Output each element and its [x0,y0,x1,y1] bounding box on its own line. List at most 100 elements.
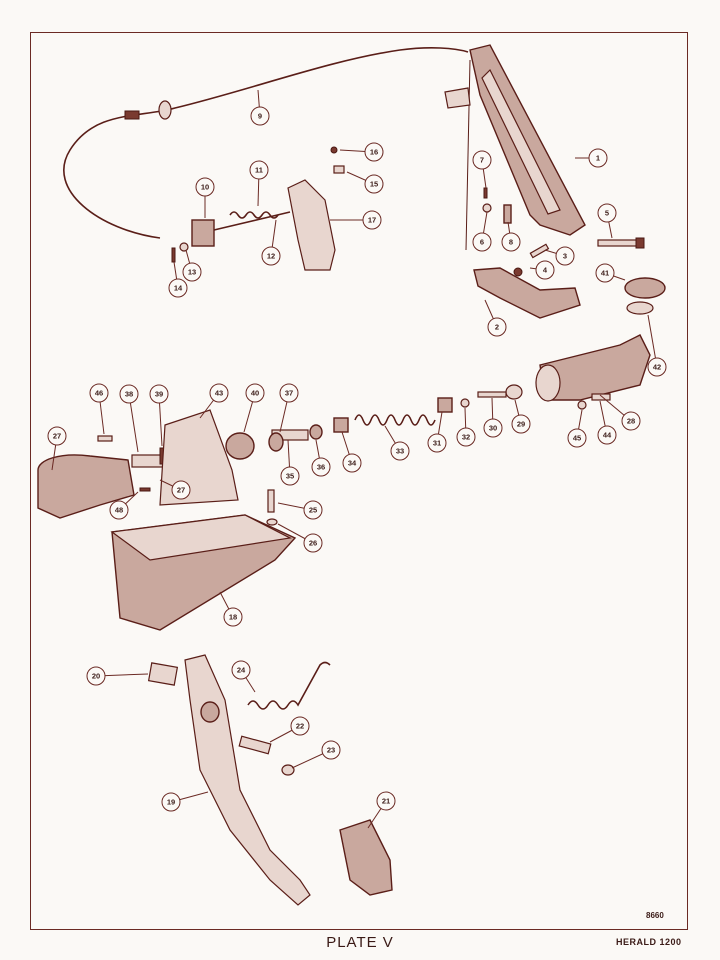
callout-number: 2 [495,323,499,332]
callout-bubble [311,457,331,477]
callout-bubble [209,383,229,403]
callout-number: 17 [368,216,376,225]
callout-bubble [535,260,555,280]
callout-bubble [472,232,492,252]
callout-7: 7 [472,150,492,189]
callout-bubble [555,246,575,266]
callout-number: 36 [317,463,325,472]
callout-bubble [321,740,341,760]
callout-number: 41 [601,269,609,278]
pedestal-18-top [110,514,292,561]
callout-number: 11 [255,166,263,175]
callout-bubble [195,177,215,197]
callout-number: 13 [188,268,196,277]
callout-number: 22 [296,722,304,731]
callout-bubble [47,426,67,446]
callout-number: 38 [125,390,133,399]
callout-number: 16 [370,148,378,157]
pin-22 [238,735,272,755]
callout-bubble [647,357,667,377]
callout-number: 37 [285,389,293,398]
callout-number: 42 [653,363,661,372]
callout-23: 23 [291,740,341,769]
plate-title: PLATE V [326,934,394,951]
callout-43: 43 [199,383,229,419]
callout-bubble [223,607,243,627]
callout-number: 34 [348,459,357,468]
callout-bubble [472,150,492,170]
callout-number: 8 [509,238,513,247]
bolt-46 [97,435,113,442]
callout-30: 30 [483,397,503,438]
callout-bubble [567,428,587,448]
callout-bubble [427,433,447,453]
callout-bubble [376,791,396,811]
cable-grommet [158,100,172,120]
callout-number: 40 [251,389,259,398]
callout-27b: 27 [159,479,191,500]
callout-bubble [588,148,608,168]
callout-32: 32 [456,407,476,447]
callout-number: 1 [596,154,600,163]
callout-number: 29 [517,420,525,429]
callout-bubble [279,383,299,403]
reservoir-41 [624,277,666,299]
callout-bubble [595,263,615,283]
callout-number: 19 [167,798,175,807]
cable-ferrule [124,110,140,120]
callout-5: 5 [597,203,617,239]
piston-31 [437,397,453,413]
callout-11: 11 [249,160,269,207]
callout-bubble [89,383,109,403]
pedal-lever-19 [184,654,311,906]
callout-number: 21 [382,797,390,806]
callout-48: 48 [109,491,139,520]
nut-4 [513,267,523,277]
bracket-2 [473,267,581,319]
callout-1: 1 [575,148,608,168]
callout-33: 33 [384,425,410,461]
bush-20 [147,662,179,686]
callout-number: 28 [627,417,635,426]
callout-18: 18 [219,591,243,627]
callout-bubble [501,232,521,252]
callout-bubble [511,414,531,434]
washer-26 [266,518,278,526]
callout-number: 14 [174,284,183,293]
callout-bubble [182,262,202,282]
callout-bubble [621,411,641,431]
callout-number: 45 [573,434,581,443]
callout-34: 34 [341,431,362,473]
bracket-1-inner [481,68,561,215]
callout-number: 5 [605,209,609,218]
callout-bubble [342,453,362,473]
callout-17: 17 [330,210,382,230]
callout-number: 46 [95,389,103,398]
callout-bubble [303,500,323,520]
callout-number: 33 [396,447,404,456]
clip-23 [281,764,295,776]
callout-38: 38 [119,384,139,453]
callout-number: 26 [309,539,317,548]
callout-bubble [456,427,476,447]
callout-40: 40 [243,383,265,433]
callout-4: 4 [529,260,555,280]
callout-bubble [364,142,384,162]
callout-12: 12 [261,219,281,266]
callout-number: 18 [229,613,237,622]
callout-13: 13 [182,249,202,282]
callout-number: 4 [543,266,548,275]
master-cylinder-bore [535,364,561,402]
callout-10: 10 [195,177,215,218]
callout-bubble [483,418,503,438]
callout-6: 6 [472,211,492,252]
callout-35: 35 [280,439,300,486]
callout-number: 27 [53,432,61,441]
spring-33 [354,414,436,426]
slave-cylinder-27 [37,454,135,519]
callout-bubble [303,533,323,553]
callout-number: 24 [237,666,246,675]
callout-28: 28 [599,394,641,431]
callout-36: 36 [311,439,331,477]
cup-29 [505,384,523,400]
